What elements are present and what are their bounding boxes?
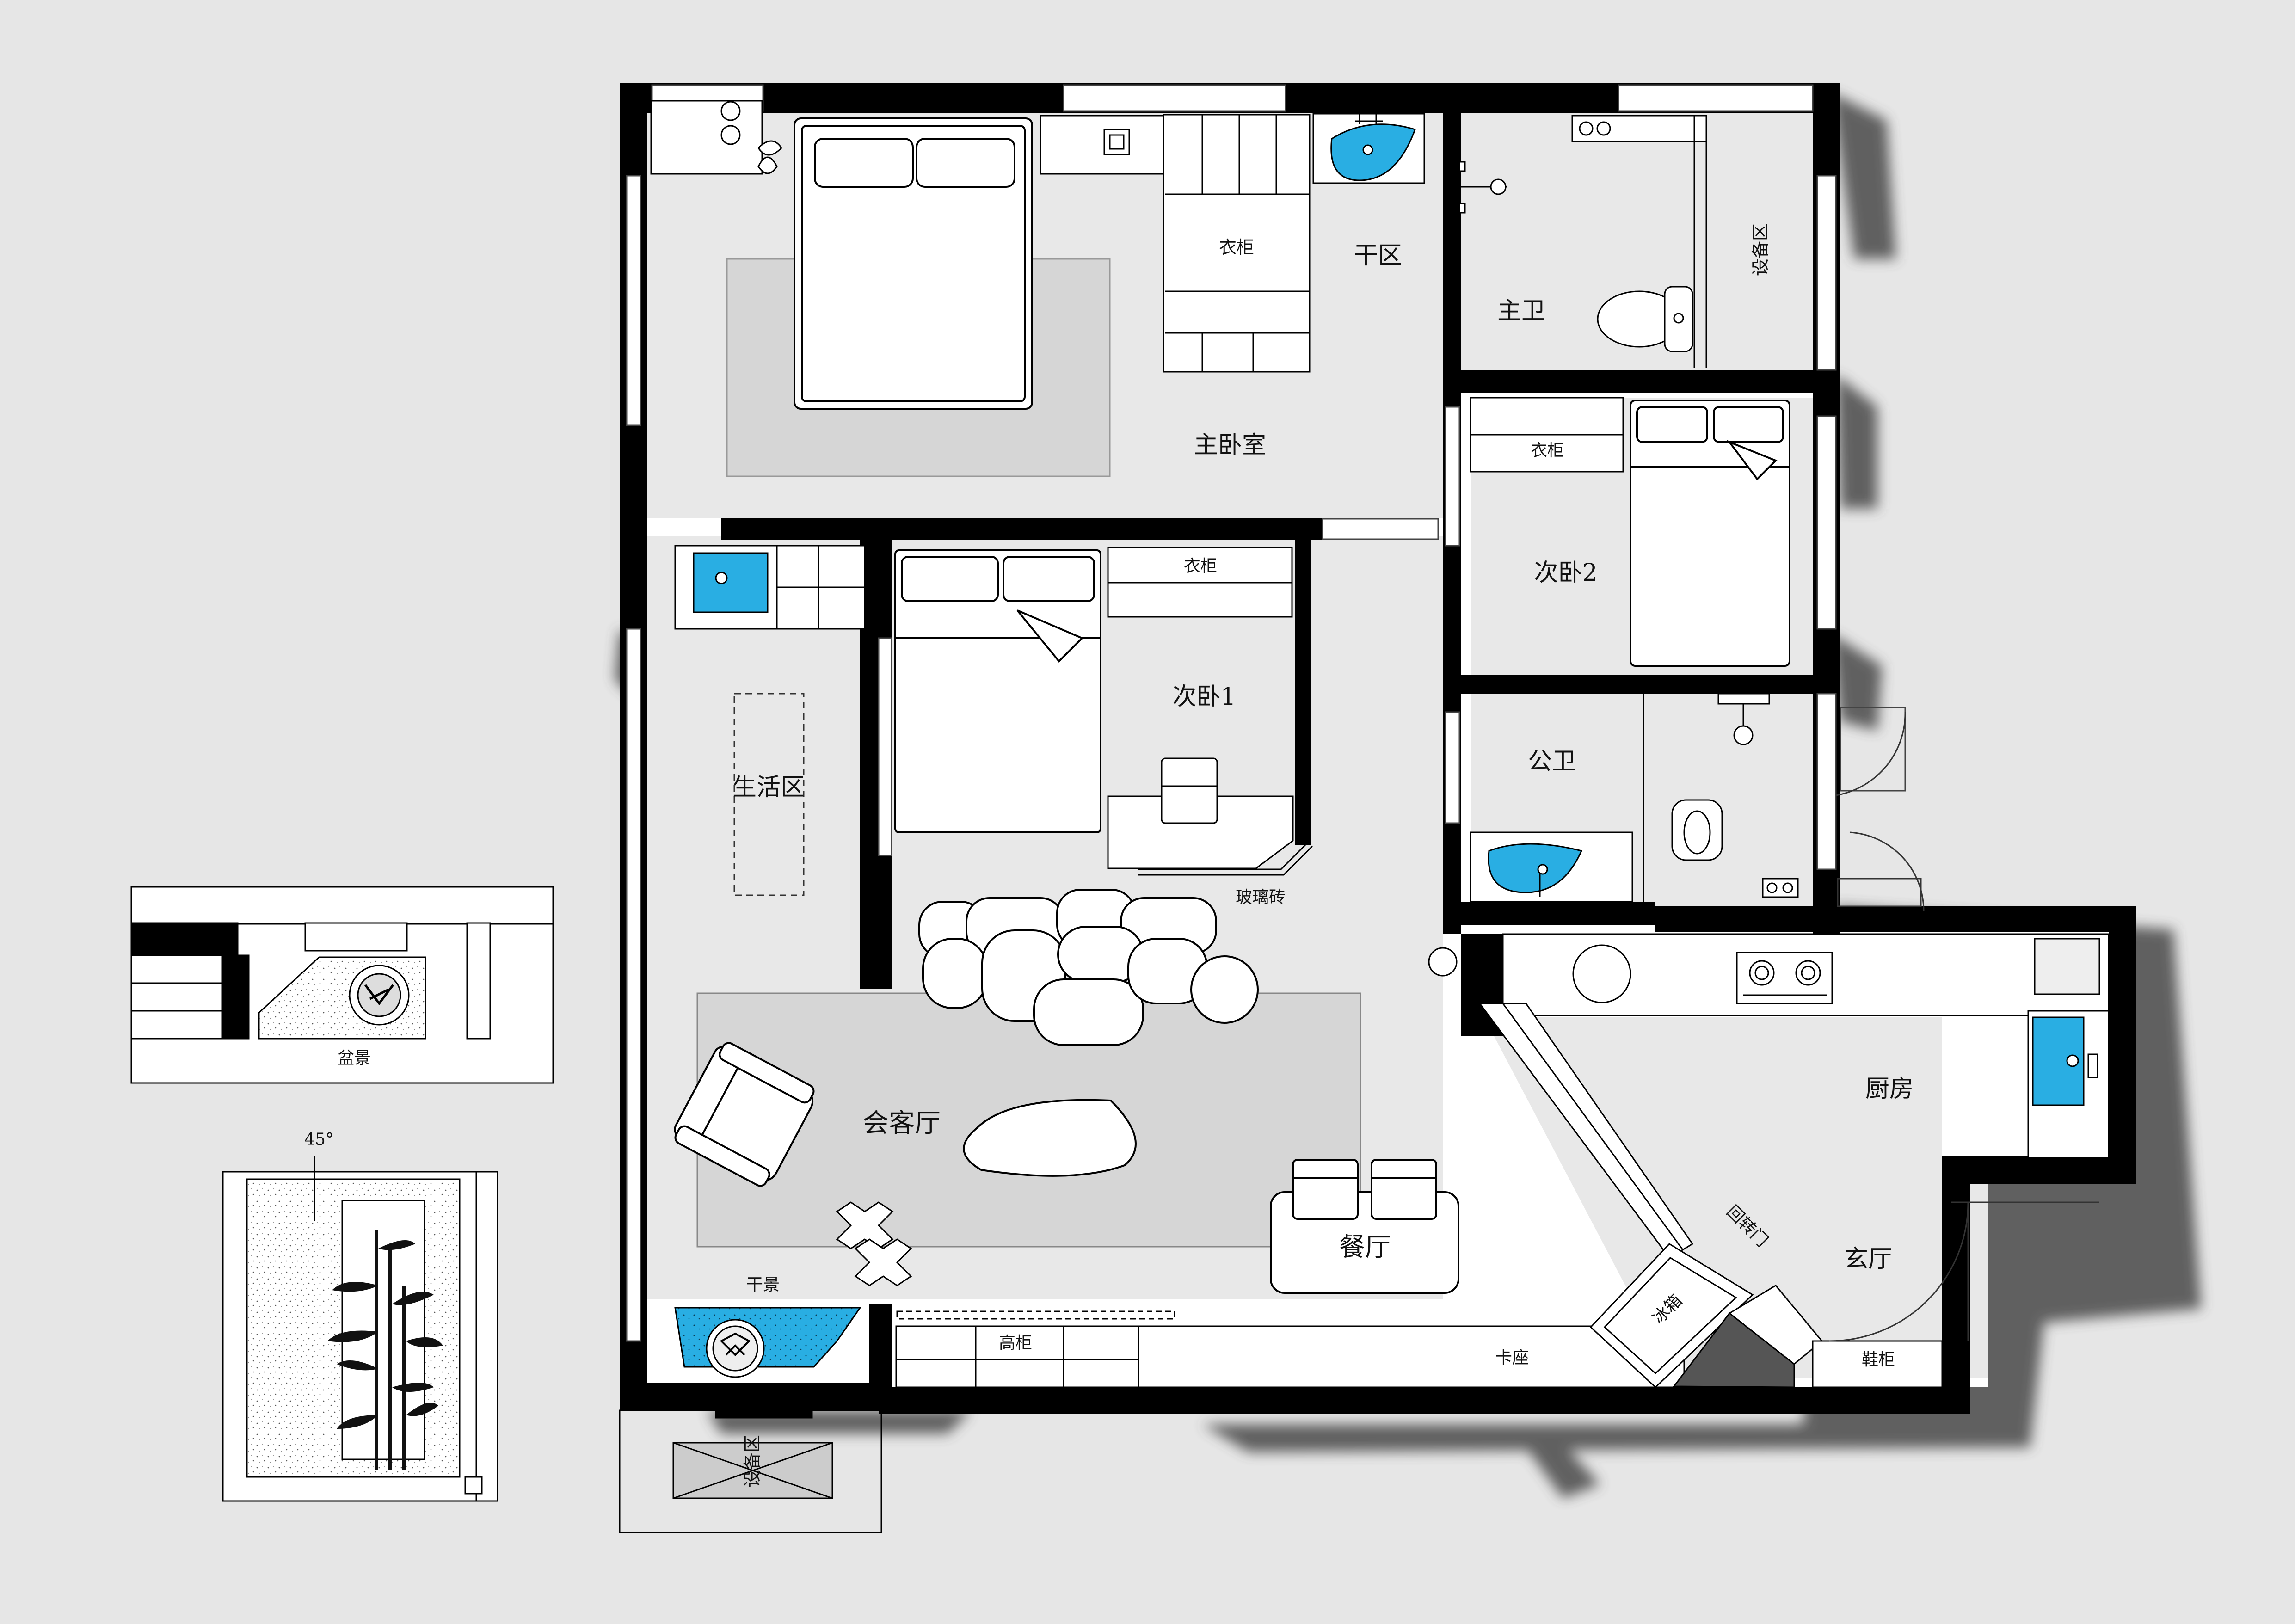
dry-scape-label: 干景 [746,1275,780,1294]
dining-label: 餐厅 [1339,1232,1391,1262]
equipment-top-label: 设备区 [1750,223,1771,276]
kitchen-label: 厨房 [1865,1075,1914,1103]
living-room-label: 会客厅 [863,1108,941,1138]
detail-view-2 [222,1156,498,1502]
master-bed [794,117,1033,410]
bedroom1-wardrobe [1107,547,1293,618]
sofa [918,889,1259,1046]
bedroom2-label: 次卧2 [1534,559,1597,587]
coffee-table [963,1099,1137,1177]
master-bedroom-label: 主卧室 [1194,431,1266,459]
public-bath-fixtures [1470,693,1799,903]
bedroom2-wardrobe-label: 衣柜 [1531,441,1564,460]
detail-view-1 [130,886,554,1084]
living-zone-dashed [733,693,805,896]
nightstand-right [1040,115,1169,175]
tall-cabinet [895,1310,1175,1388]
dining-set [1270,1159,1459,1294]
shoe-cabinet-label: 鞋柜 [1862,1350,1895,1369]
bedroom1-wardrobe-label: 衣柜 [1184,557,1217,576]
glass-brick-label: 玻璃砖 [1236,888,1286,907]
master-wardrobe-label: 衣柜 [1219,237,1254,258]
detail2-angle: 45° [304,1130,334,1149]
shoe-cabinet [1672,1285,1943,1388]
master-wardrobe [1163,114,1311,373]
bedroom1-desk [1107,757,1294,869]
detail1-caption: 盆景 [338,1049,371,1068]
bedroom2-wardrobe [1470,397,1624,473]
living-zone-label: 生活区 [732,774,805,801]
dry-zone-basin [1312,113,1425,184]
bamboo-icon [327,1230,443,1470]
nightstand-left [650,100,782,175]
glass-brick [1138,841,1313,876]
equipment-bottom [619,1409,882,1533]
diagonal-partition [1478,1003,1694,1259]
armchair [674,1042,815,1187]
master-bath-label: 主卫 [1497,297,1545,325]
kitchen-fixtures [1428,933,2110,1159]
booth-seat-label: 卡座 [1495,1348,1529,1367]
doors [1829,712,2099,1342]
fridge [1589,1243,1754,1389]
equipment-bottom-label: 设备区 [742,1435,763,1488]
bedroom1-label: 次卧1 [1172,683,1236,711]
tall-cabinet-label: 高柜 [999,1334,1032,1353]
decor-cluster [836,1201,912,1286]
dry-scape [674,1307,861,1419]
bedroom2-bed [1630,400,1790,667]
bedroom1-bed [894,549,1101,833]
bedroom1-sink-counter [674,545,866,630]
master-bath-fixtures [1458,115,1707,368]
dry-zone-label: 干区 [1354,242,1402,270]
public-bath-label: 公卫 [1528,748,1576,775]
entry-label: 玄厅 [1844,1245,1892,1273]
